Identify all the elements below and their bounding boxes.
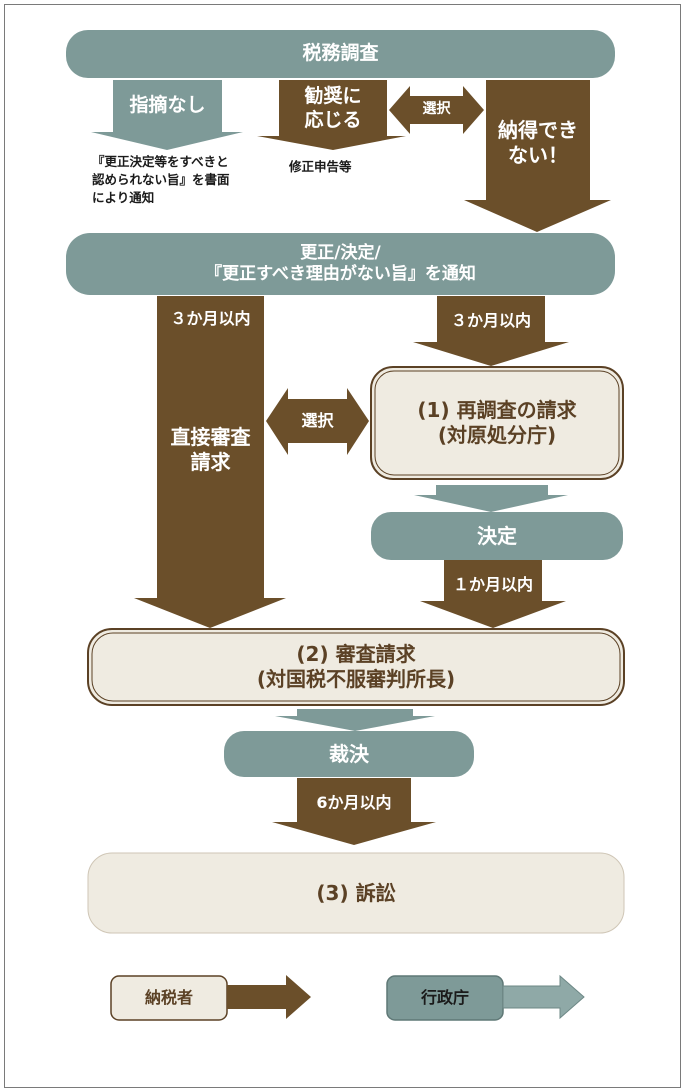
legend-taxpayer-arrow (227, 975, 311, 1019)
shiteki-nashi-note: 『更正決定等をすべきと 認められない旨』を書面 により通知 (92, 154, 230, 205)
shiteki-nashi-label: 指摘なし (129, 94, 206, 117)
shinsa-seikyu-label: (2) 審査請求 (対国税不服審判所長) (256, 642, 456, 691)
saichousa-label: (1) 再調査の請求 (対原処分庁) (417, 398, 577, 447)
saiketsu-box (224, 731, 474, 777)
sentaku-mid-label: 選択 (301, 411, 334, 430)
sankagetsu-right-label: ３か月以内 (450, 311, 531, 330)
soshou-label: (3) 訴訟 (316, 880, 396, 905)
zeimu-chousa-label: 税務調査 (302, 42, 379, 65)
legend-admin-arrow (502, 974, 585, 1020)
legend-admin-label: 行政庁 (420, 988, 469, 1007)
diagram-frame (4, 4, 681, 1088)
kousei-box (66, 233, 615, 295)
zeimu-chousa-box (66, 30, 615, 78)
shiteki-nashi-arrow (91, 80, 243, 150)
kanshou-label: 勧奨に 応じる (304, 85, 362, 131)
sentaku-top-arrow (389, 86, 484, 134)
shinsa-seikyu-box (87, 628, 625, 706)
chokusetsu-arrow (134, 296, 286, 628)
sankagetsu-left-label: ３か月以内 (170, 309, 251, 328)
saiketsu-label: 裁決 (329, 741, 369, 766)
saichousa-to-kettei-arrow (414, 485, 568, 512)
sankagetsu-right-arrow (413, 296, 569, 366)
kettei-label: 決定 (477, 523, 517, 548)
kousei-label: 更正/決定/ 『更正すべき理由がない旨』を通知 (205, 242, 476, 284)
soshou-box (87, 852, 625, 934)
chokusetsu-label: 直接審査 請求 (170, 425, 251, 474)
nattoku-arrow (464, 80, 611, 232)
kettei-box (371, 512, 623, 560)
sentaku-top-label: 選択 (422, 101, 451, 118)
rokkagetsu-label: 6か月以内 (316, 793, 392, 812)
shusei-shinkoku-note: 修正申告等 (289, 159, 352, 174)
rokkagetsu-arrow (272, 778, 436, 845)
legend-taxpayer-label: 納税者 (144, 988, 193, 1007)
sentaku-mid-arrow (266, 388, 369, 455)
saichousa-box (370, 366, 624, 480)
shinsa-to-saiketsu-arrow (275, 709, 435, 731)
kanshou-arrow (257, 80, 406, 150)
ikkagetsu-arrow (420, 560, 566, 628)
ikkagetsu-label: １か月以内 (452, 575, 533, 594)
nattoku-label: 納得でき ない！ (498, 118, 578, 167)
